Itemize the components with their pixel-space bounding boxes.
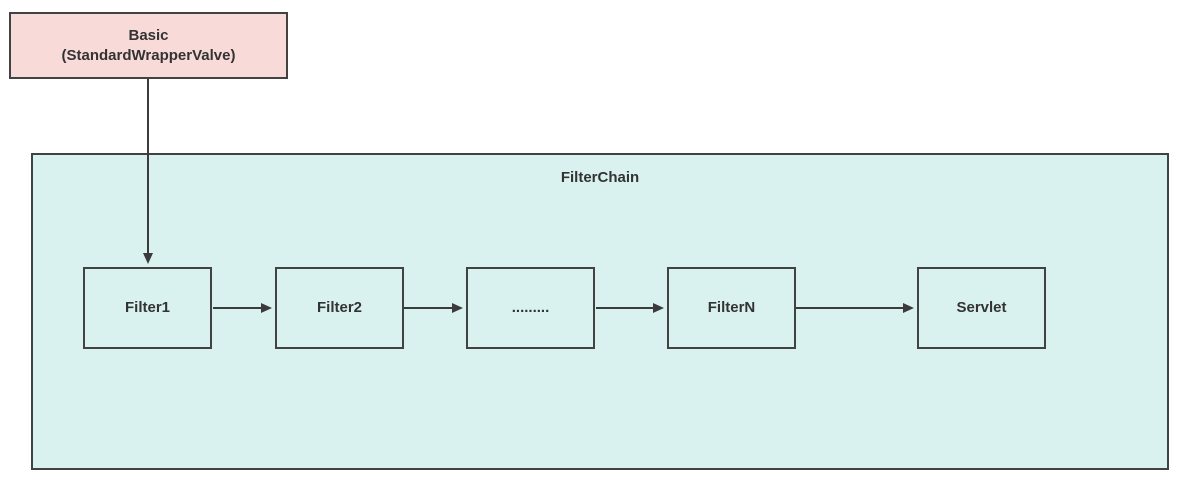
node-ellipsis[interactable]: ......... <box>466 267 595 349</box>
basic-box-label-line1: Basic <box>128 26 169 44</box>
node-servlet[interactable]: Servlet <box>917 267 1046 349</box>
basic-box-label-line2: (StandardWrapperValve) <box>61 46 236 64</box>
node-filter1[interactable]: Filter1 <box>83 267 212 349</box>
node-filter2[interactable]: Filter2 <box>275 267 404 349</box>
node-servlet-label: Servlet <box>956 299 1007 316</box>
node-filtern[interactable]: FilterN <box>667 267 796 349</box>
filterchain-title: FilterChain <box>560 169 640 186</box>
node-basic-standardwrappervalve[interactable]: Basic (StandardWrapperValve) <box>9 12 288 79</box>
node-filter2-label: Filter2 <box>316 299 362 316</box>
node-filtern-label: FilterN <box>707 299 756 316</box>
node-ellipsis-label: ......... <box>511 299 550 316</box>
node-filter1-label: Filter1 <box>124 299 170 316</box>
